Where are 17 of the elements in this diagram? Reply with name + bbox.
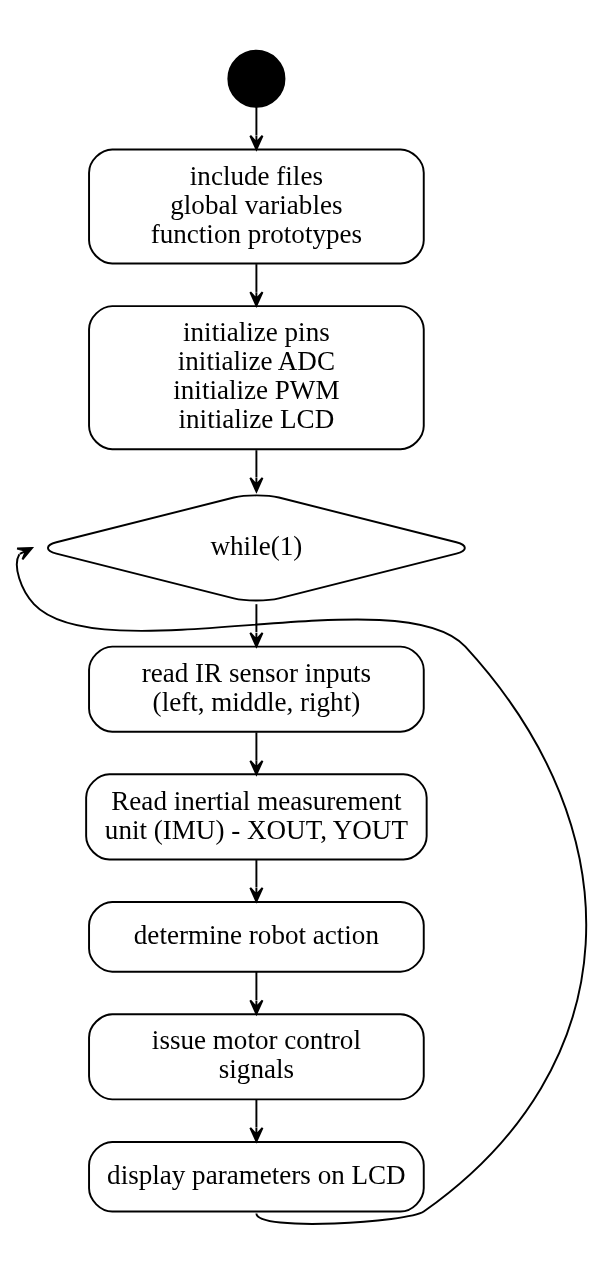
node-box: display parameters on LCD	[88, 1140, 425, 1213]
node-box: read IR sensor inputs (left, middle, right)	[88, 645, 425, 733]
node-circle	[227, 49, 286, 108]
arrow	[15, 547, 587, 1225]
arrow	[249, 859, 264, 903]
node-box: issue motor control signals	[88, 1013, 425, 1101]
node-box: determine robot action	[88, 901, 425, 973]
arrow	[249, 970, 264, 1015]
node-box: Read inertial measurement unit (IMU) - XOUT, YOUT	[85, 773, 428, 861]
arrow	[249, 1099, 264, 1143]
node-box: include files global variables function prototypes	[88, 148, 425, 265]
arrow	[249, 449, 264, 493]
arrow	[249, 263, 264, 307]
arrow	[249, 106, 264, 151]
arrow	[249, 731, 264, 776]
arrow	[249, 603, 264, 648]
node-box: initialize pins initialize ADC initialize PWM initialize LCD	[88, 305, 425, 451]
